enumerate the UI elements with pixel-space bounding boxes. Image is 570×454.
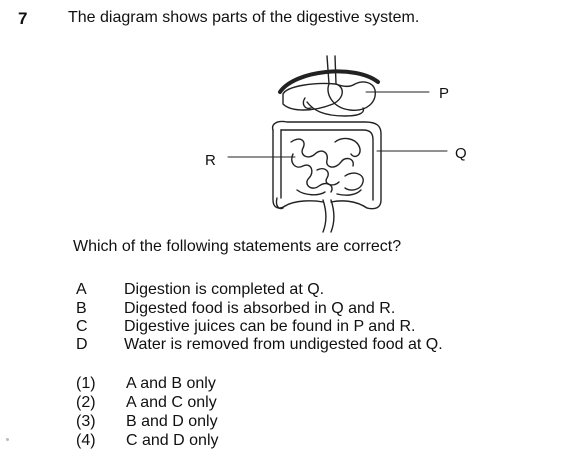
statement-text: Digestion is completed at Q. (124, 281, 325, 298)
scan-dot (6, 438, 9, 441)
diagram-label-r: R (205, 152, 216, 169)
statement-text: Digested food is absorbed in Q and R. (124, 300, 396, 317)
statement-text: Digestive juices can be found in P and R… (124, 318, 416, 335)
statement-text: Water is removed from undigested food at… (124, 336, 443, 353)
statement-letter: D (76, 336, 88, 353)
question-text: The diagram shows parts of the digestive… (68, 9, 420, 26)
statement-letter: A (76, 281, 87, 298)
question-prompt: Which of the following statements are co… (73, 238, 402, 255)
option-number: (3) (76, 413, 96, 430)
option-text: C and D only (126, 432, 219, 449)
statement-letter: C (76, 318, 88, 335)
option-text: A and C only (126, 394, 217, 411)
option-number: (4) (76, 432, 96, 449)
option-text: B and D only (126, 413, 218, 430)
option-number: (2) (76, 394, 96, 411)
statement-letter: B (76, 300, 87, 317)
diagram-label-q: Q (455, 145, 467, 162)
digestive-system-diagram: P Q R (205, 55, 467, 233)
question-number: 7 (18, 9, 28, 28)
option-text: A and B only (126, 375, 216, 392)
option-number: (1) (76, 375, 96, 392)
diagram-label-p: P (439, 85, 449, 102)
